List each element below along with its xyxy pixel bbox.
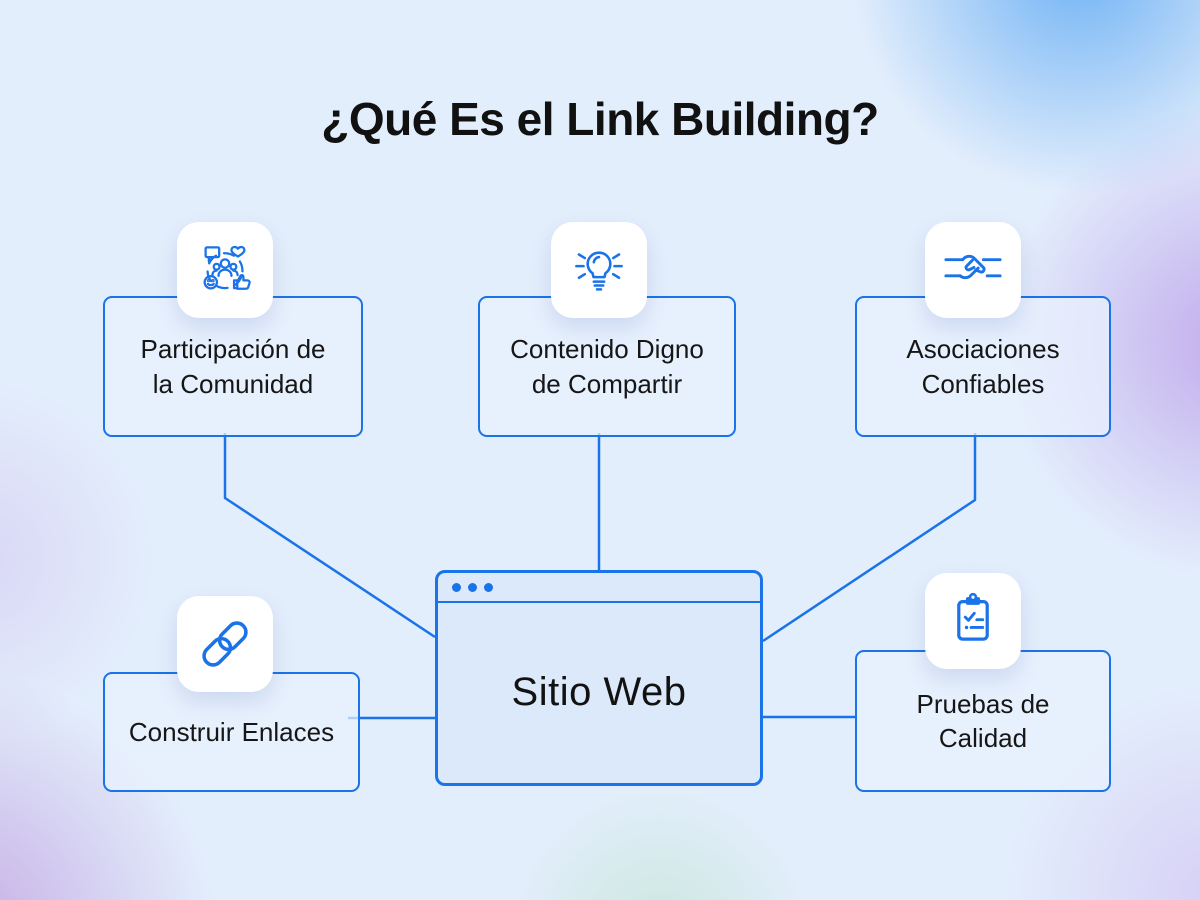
handshake-icon [944, 254, 1002, 280]
chain-link-icon-card [177, 596, 273, 692]
page-title: ¿Qué Es el Link Building? [321, 93, 879, 145]
handshake-icon-card [925, 222, 1021, 318]
clipboard-checklist-icon [957, 592, 989, 641]
site-web-window: Sitio Web [435, 570, 763, 786]
lightbulb-icon-card [551, 222, 647, 318]
connector-community-to-site [223, 433, 436, 639]
node-build-links-label: Construir Enlaces [128, 716, 335, 747]
node-quality: Pruebas de Calidad [855, 650, 1111, 792]
node-partnerships-label: Asociaciones Confiables [906, 334, 1060, 399]
node-quality-label: Pruebas de Calidad [916, 688, 1050, 753]
window-dot-icon [452, 582, 461, 592]
connector-partnerships-to-site [762, 433, 977, 643]
window-dot-icon [484, 582, 493, 592]
window-dot-icon [468, 582, 477, 592]
node-community: Participación de la Comunidad [103, 296, 363, 437]
community-icon-card [177, 222, 273, 318]
window-titlebar [438, 573, 760, 603]
node-partnerships: Asociaciones Confiables [855, 296, 1111, 437]
lightbulb-icon [575, 251, 623, 291]
node-community-label: Participación de la Comunidad [140, 334, 326, 399]
community-icon [203, 245, 251, 290]
clipboard-icon-card [925, 573, 1021, 669]
node-content-label: Contenido Digno de Compartir [510, 334, 704, 399]
node-content: Contenido Digno de Compartir [478, 296, 736, 437]
site-web-label: Sitio Web [511, 670, 687, 714]
chain-link-icon [202, 621, 248, 667]
